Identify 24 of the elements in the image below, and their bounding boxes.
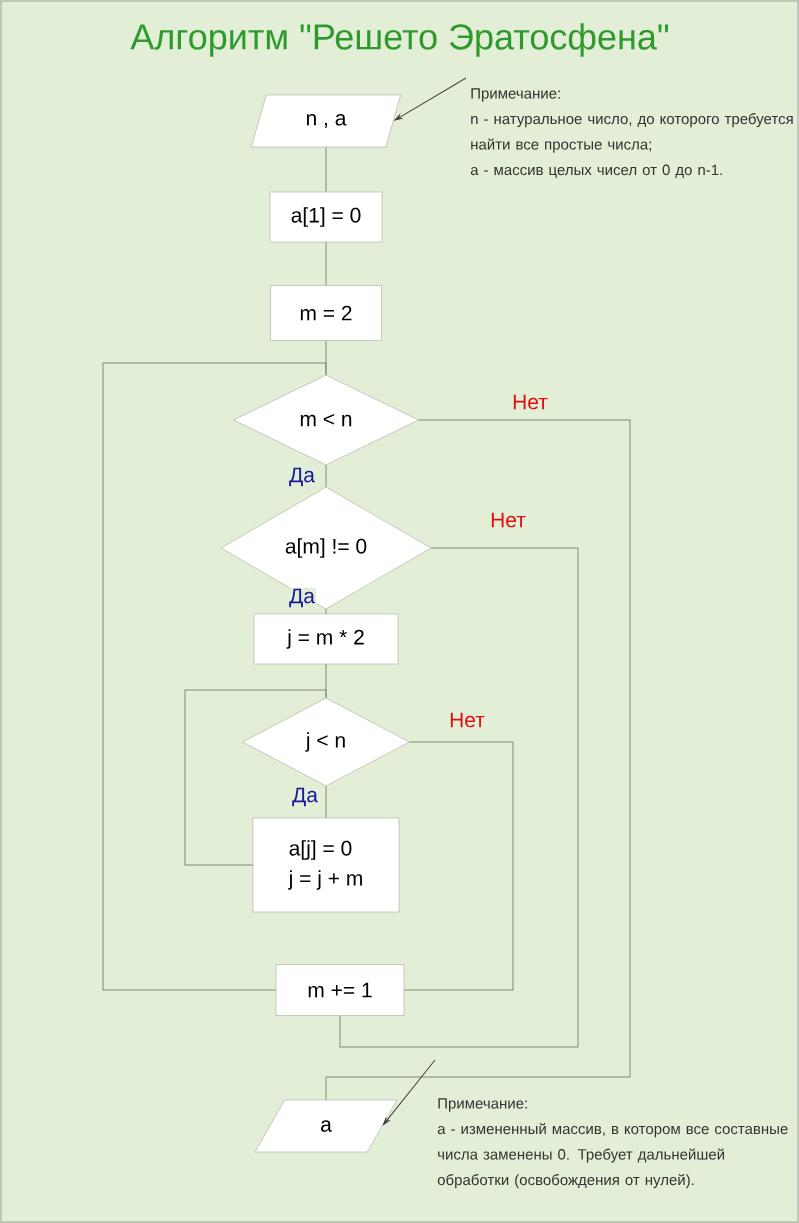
process-box: m = 2: [270, 285, 382, 341]
flow-line: [339, 547, 579, 1048]
edge-label: Да: [288, 466, 316, 488]
flow-line: [184, 689, 327, 866]
io-parallelogram: a: [254, 1099, 398, 1153]
flow-line: [325, 146, 327, 193]
flow-line: [102, 362, 327, 991]
note-text: Примечание: n - натуральное число, до которого требуется найти все простые числа; a - массив целых чисел от 0 до n-1.: [470, 88, 793, 178]
title: Алгоритм "Решето Эратосфена": [130, 23, 669, 57]
process-box: a[1] = 0: [269, 191, 383, 243]
process-box: m += 1: [275, 964, 405, 1016]
flow-line: [325, 608, 327, 615]
leader-arrow: [394, 77, 467, 121]
flow-line: [325, 464, 327, 488]
edge-label: Да: [288, 587, 316, 609]
flow-line: [325, 241, 327, 286]
leader-arrow: [382, 1059, 436, 1126]
note-text: Примечание: a - измененный массив, в котором все составные числа заменены 0. Требует дальнейшей обработки (освобождения от нулей).: [437, 1098, 788, 1189]
flow-line: [403, 741, 514, 991]
edge-label: Да: [291, 786, 319, 808]
process-box: a[j] = 0 j = j + m: [252, 817, 400, 913]
flow-line: [325, 419, 631, 1101]
flow-line: [325, 785, 327, 819]
process-box: j = m * 2: [253, 613, 399, 665]
